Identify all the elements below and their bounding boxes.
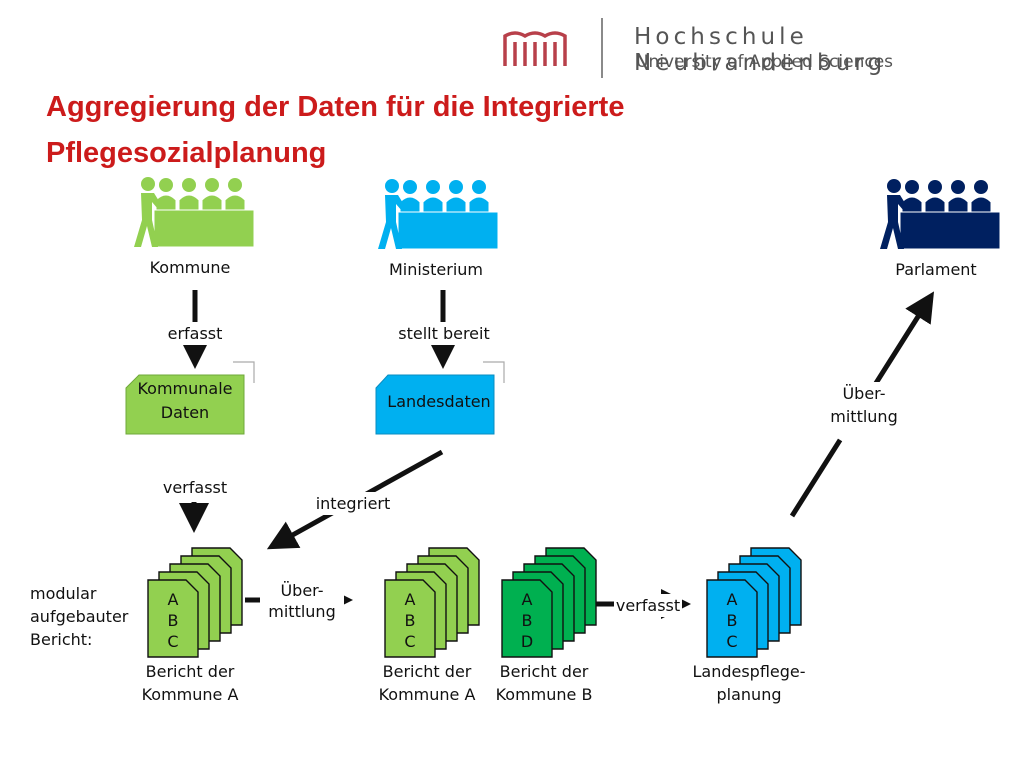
report-2-caption-line-2: Kommune A xyxy=(378,685,476,704)
logo-name: Hochschule Neubrandenburg xyxy=(634,24,887,76)
kommunale-daten-line-2: Daten xyxy=(160,403,210,422)
report-2-caption-line-1: Bericht der xyxy=(382,662,472,681)
stellt-bereit-label: stellt bereit xyxy=(386,322,502,345)
side-label-line-2: aufgebauter xyxy=(30,607,129,626)
report-letter: D xyxy=(521,632,533,651)
parlament-label: Parlament xyxy=(895,260,977,279)
uebermittlung-1-line-1: Über- xyxy=(280,581,324,600)
side-label-line-1: modular xyxy=(30,584,97,603)
verfasst-label-1: verfasst xyxy=(145,476,245,499)
landesdaten-label: Landesdaten xyxy=(387,392,491,411)
report-letter: B xyxy=(168,611,179,630)
report-letter: C xyxy=(404,632,415,651)
report-4-caption-line-2: planung xyxy=(716,685,782,704)
report-letter: A xyxy=(727,590,738,609)
uebermittlung-2-line-2: mittlung xyxy=(830,407,898,426)
uebermittlung-1-line-2: mittlung xyxy=(268,602,336,621)
kommunale-daten-line-1: Kommunale xyxy=(137,379,233,398)
parlament-group-icon xyxy=(880,179,1001,250)
page-title: Aggregierung der Daten für die Integrier… xyxy=(46,84,806,176)
logo-mark-icon xyxy=(503,31,567,66)
uebermittlung-2-line-1: Über- xyxy=(842,384,886,403)
report-stack-4: ABC xyxy=(706,547,802,658)
report-letter: B xyxy=(405,611,416,630)
logo-subtitle: University of Applied Sciences xyxy=(636,52,894,72)
logo-divider xyxy=(601,18,603,78)
side-label-line-3: Bericht: xyxy=(30,630,93,649)
report-caption-2: Bericht der Kommune A xyxy=(367,660,487,706)
erfasst-label: erfasst xyxy=(145,322,245,345)
ministerium-group-icon xyxy=(378,179,499,250)
ministerium-label: Ministerium xyxy=(388,260,484,279)
verfasst-label-2: verfasst xyxy=(614,594,682,617)
report-letter: A xyxy=(522,590,533,609)
title-line-1: Aggregierung der Daten für die Integrier… xyxy=(46,91,625,123)
uebermittlung-label-1: Über- mittlung xyxy=(260,580,344,622)
report-letter: A xyxy=(168,590,179,609)
report-1-caption-line-2: Kommune A xyxy=(141,685,239,704)
kommune-label: Kommune xyxy=(149,258,231,277)
report-3-caption-line-1: Bericht der xyxy=(499,662,589,681)
report-caption-1: Bericht der Kommune A xyxy=(130,660,250,706)
report-letter: C xyxy=(167,632,178,651)
report-letter: A xyxy=(405,590,416,609)
report-letter: B xyxy=(522,611,533,630)
landesdaten-card xyxy=(375,361,505,435)
integriert-label: integriert xyxy=(308,492,398,515)
report-caption-4: Landespflege- planung xyxy=(684,660,814,706)
report-stack-2: ABC xyxy=(384,547,480,658)
report-caption-3: Bericht der Kommune B xyxy=(484,660,604,706)
side-label: modular aufgebauter Bericht: xyxy=(30,582,140,651)
report-4-caption-line-1: Landespflege- xyxy=(692,662,806,681)
title-line-2: Pflegesozialplanung xyxy=(46,137,327,169)
kommune-group-icon xyxy=(134,177,255,248)
uebermittlung-label-2: Über- mittlung xyxy=(822,382,906,428)
kommunale-daten-card xyxy=(125,361,255,435)
report-3-caption-line-2: Kommune B xyxy=(495,685,593,704)
report-stack-1: ABC xyxy=(147,547,243,658)
kommunale-daten-label: Kommunale Daten xyxy=(126,377,244,425)
report-1-caption-line-1: Bericht der xyxy=(145,662,235,681)
report-letter: B xyxy=(727,611,738,630)
report-letter: C xyxy=(726,632,737,651)
report-stack-3: ABD xyxy=(501,547,597,658)
arrow-uebermittlung-2 xyxy=(789,291,935,518)
